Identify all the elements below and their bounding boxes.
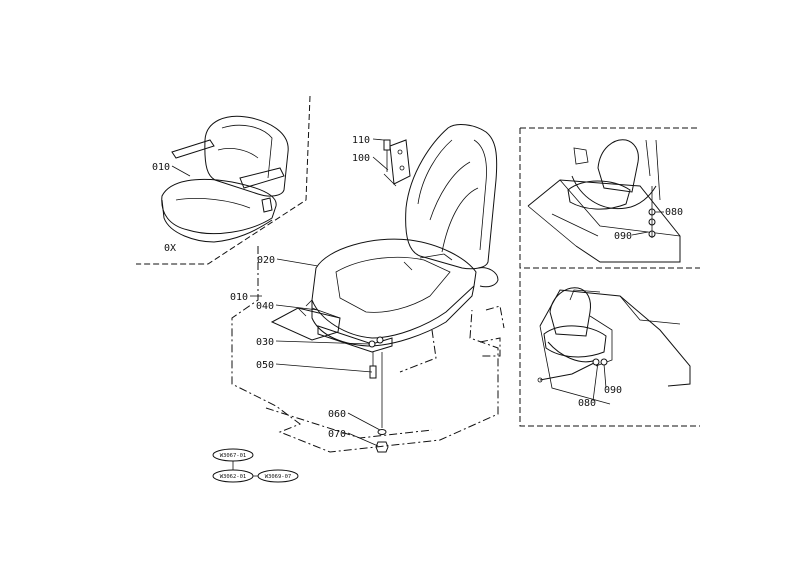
label-040: 040 [256,301,274,312]
label-080-bottom: 080 [578,398,596,409]
ref-code-3: W3069-07 [265,474,292,480]
label-010-main: 010 [230,292,248,303]
reference-codes: W3067-01 W3062-01 W3069-07 [212,448,299,483]
label-100: 100 [352,153,370,164]
label-060: 060 [328,409,346,420]
ref-code-1: W3067-01 [220,453,247,459]
label-0x: 0X [164,243,176,254]
label-030: 030 [256,337,274,348]
label-010-inset: 010 [152,162,170,173]
main-seat-assembly [231,124,505,453]
label-070: 070 [328,429,346,440]
inset-top-right [519,127,700,269]
inset-bottom-right [519,272,700,427]
ref-code-2: W3062-01 [220,474,247,480]
label-080-top: 080 [665,207,683,218]
label-090-bottom: 090 [604,385,622,396]
ref-oval-3 [257,469,299,483]
inset-seat-ox [136,95,311,265]
part-labels: 010 0X 110 100 020 010 040 030 050 060 0… [152,135,683,440]
label-020: 020 [257,255,275,266]
label-090-top: 090 [614,231,632,242]
label-110: 110 [352,135,370,146]
label-050: 050 [256,360,274,371]
